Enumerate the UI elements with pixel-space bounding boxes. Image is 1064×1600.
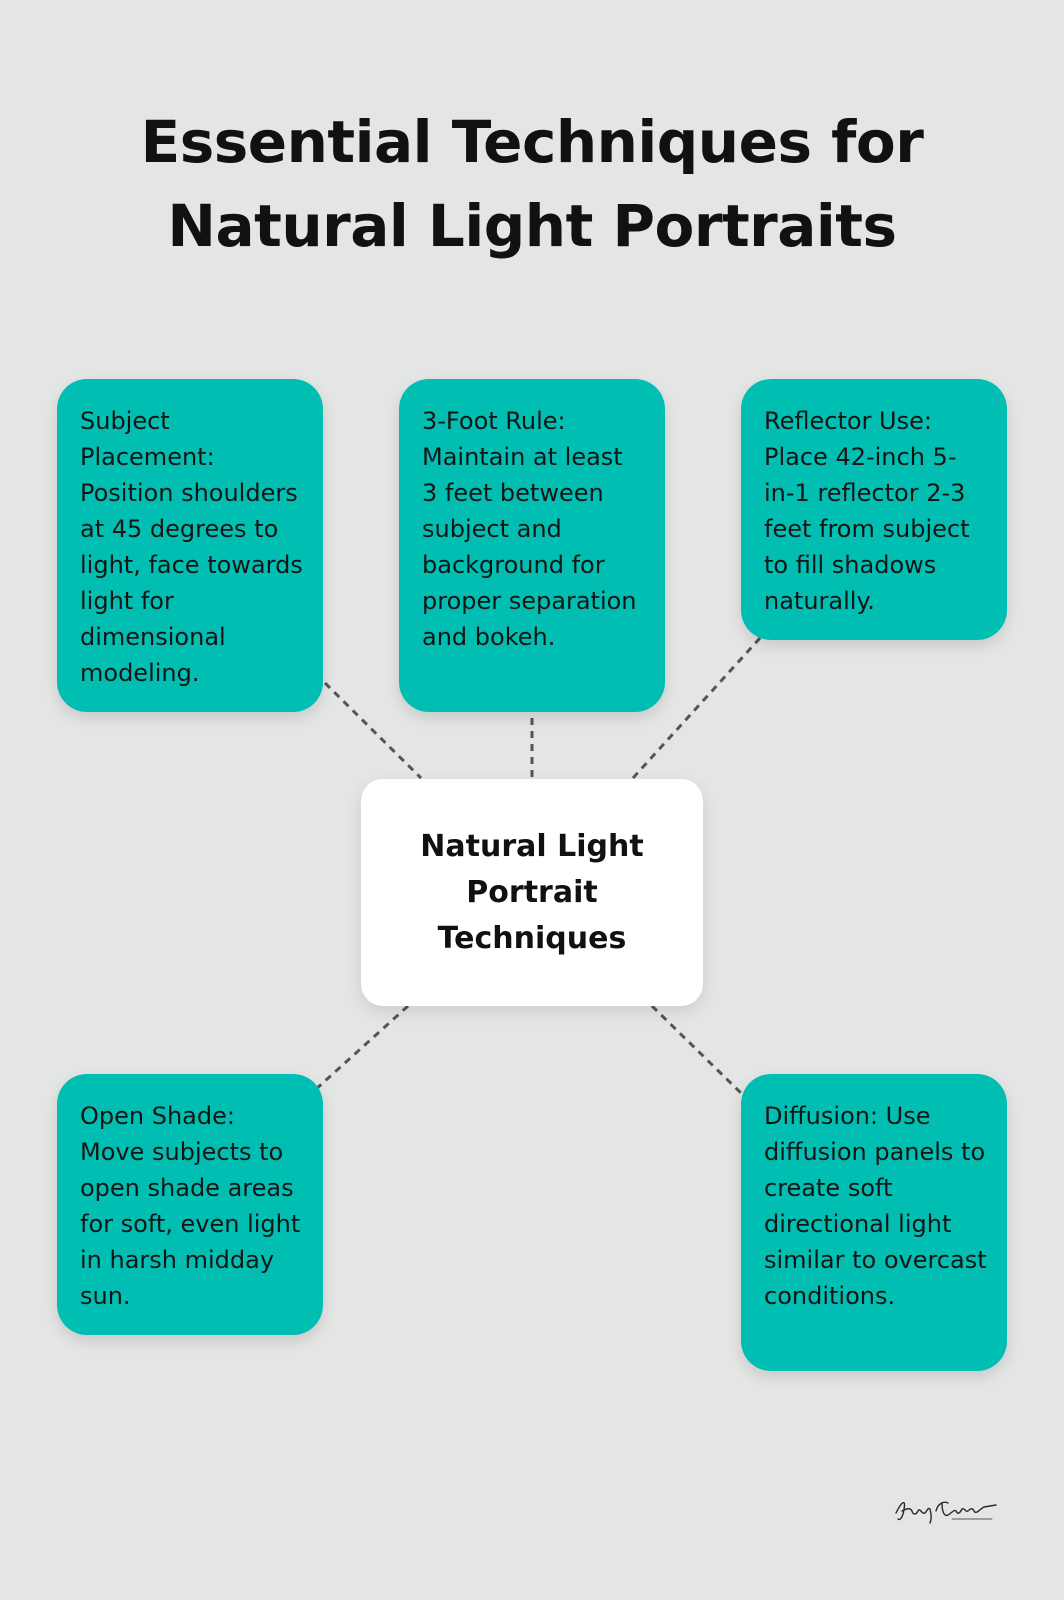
page-title-line-2: Natural Light Portraits [167, 192, 897, 260]
card-reflector-use-text: Reflector Use: Place 42-inch 5-in-1 refl… [764, 407, 970, 615]
signature-logo-icon [895, 1501, 997, 1524]
page-title-line-1: Essential Techniques for [140, 108, 924, 176]
card-subject-placement: Subject Placement: Position shoulders at… [57, 379, 323, 712]
card-diffusion: Diffusion: Use diffusion panels to creat… [741, 1074, 1007, 1371]
card-diffusion-text: Diffusion: Use diffusion panels to creat… [764, 1102, 987, 1310]
connector-diffusion [650, 1004, 744, 1096]
connector-subject-placement [323, 681, 423, 780]
card-three-foot-rule: 3-Foot Rule: Maintain at least 3 feet be… [399, 379, 665, 712]
center-node-label: Natural Light Portrait Techniques [420, 828, 644, 956]
card-open-shade-text: Open Shade: Move subjects to open shade … [80, 1102, 301, 1310]
center-node: Natural Light Portrait Techniques [361, 779, 703, 1006]
card-three-foot-rule-text: 3-Foot Rule: Maintain at least 3 feet be… [422, 407, 637, 651]
connector-open-shade [313, 1004, 410, 1092]
card-subject-placement-text: Subject Placement: Position shoulders at… [80, 407, 303, 687]
connector-reflector-use [631, 636, 762, 780]
page-title: Essential Techniques for Natural Light P… [0, 100, 1064, 268]
card-reflector-use: Reflector Use: Place 42-inch 5-in-1 refl… [741, 379, 1007, 640]
card-open-shade: Open Shade: Move subjects to open shade … [57, 1074, 323, 1335]
